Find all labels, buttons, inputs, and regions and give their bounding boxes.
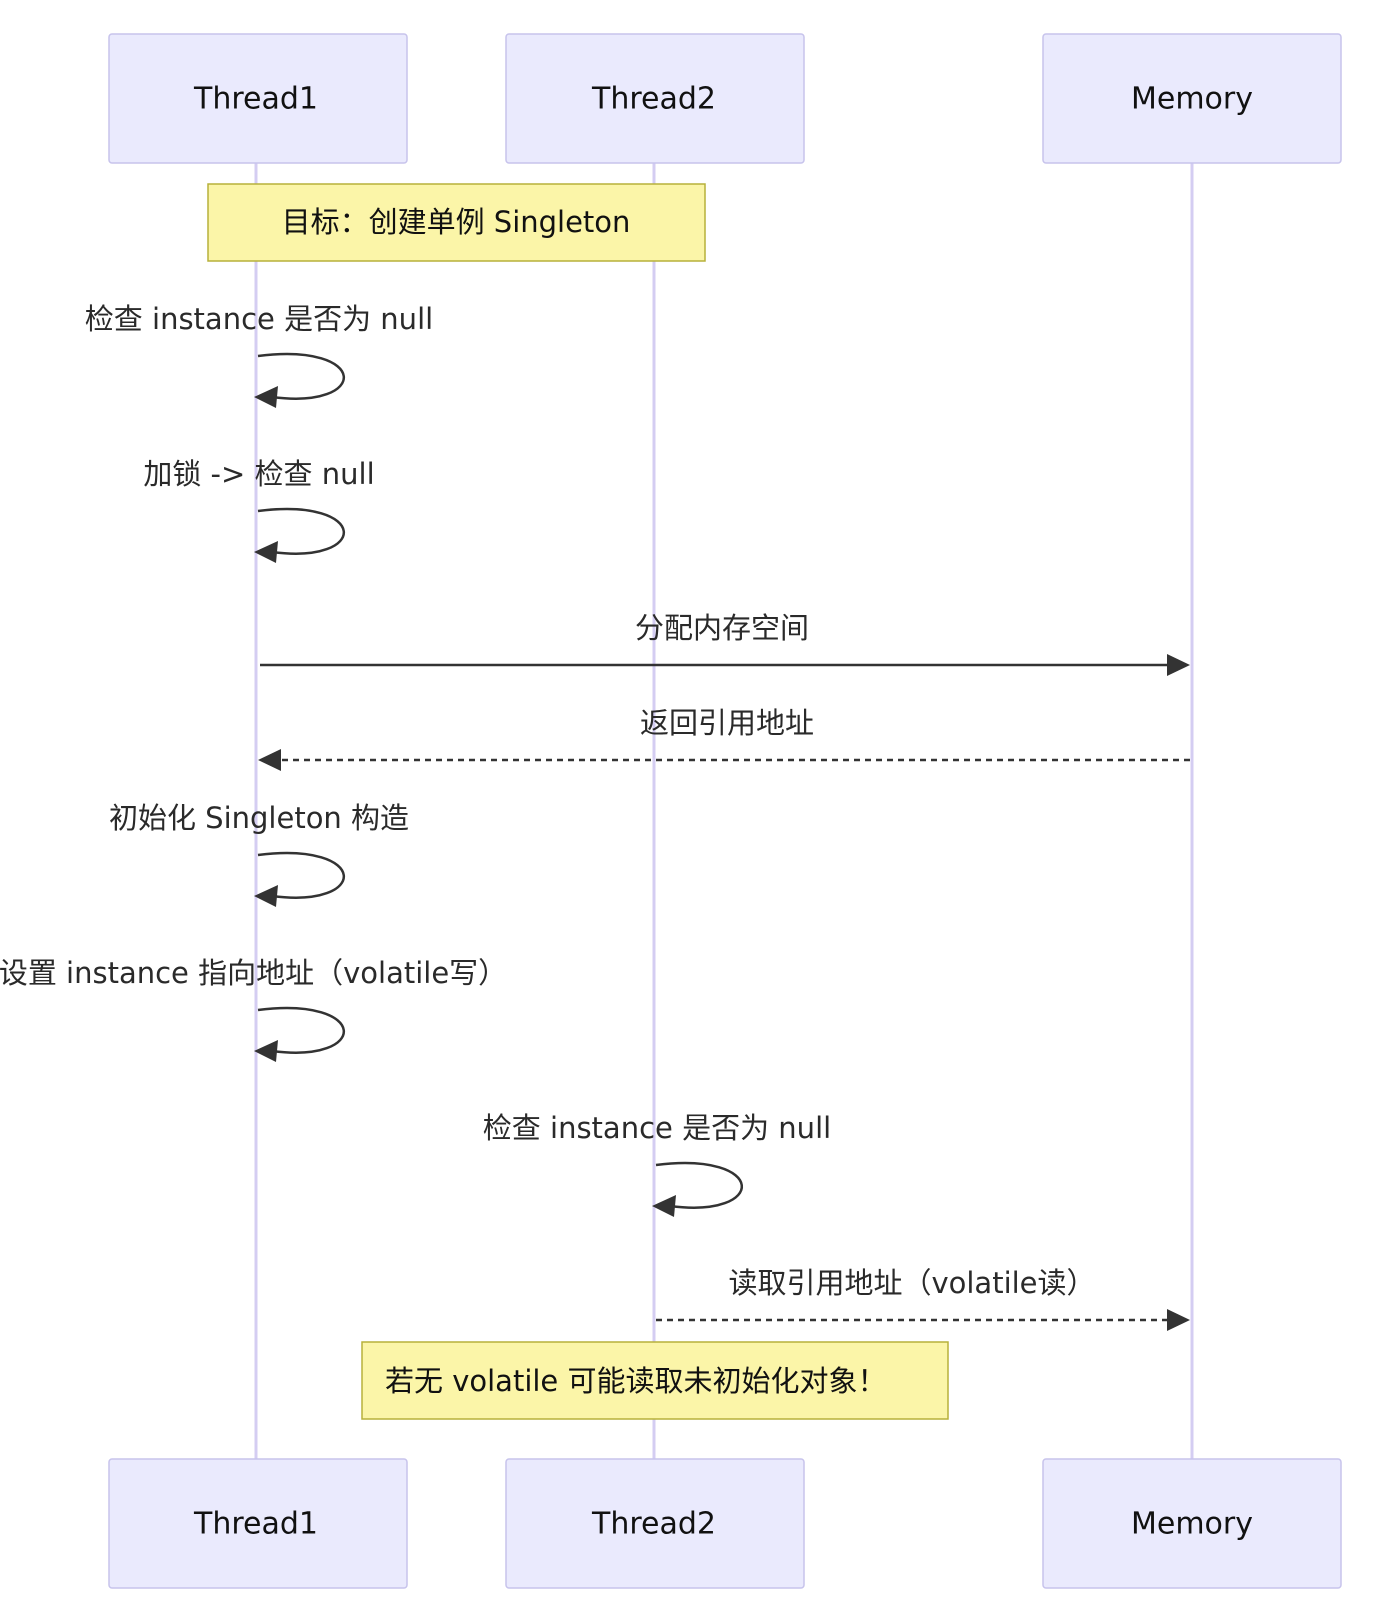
message-label: 检查 instance 是否为 null — [85, 302, 433, 336]
participant-label: Memory — [1131, 1507, 1253, 1542]
participant-box — [1042, 1458, 1342, 1589]
arrowhead — [254, 386, 278, 408]
message-label: 加锁 -> 检查 null — [143, 457, 374, 491]
participant-box — [108, 33, 408, 164]
self-loop-line — [655, 1161, 744, 1209]
arrowhead — [254, 541, 278, 563]
message-read-reference: 读取引用地址（volatile读） — [656, 1266, 1190, 1331]
participant-thread1-bottom: Thread1 — [108, 1458, 408, 1589]
note-text: 目标：创建单例 Singleton — [282, 205, 631, 239]
note-box — [361, 1341, 949, 1420]
participant-box — [505, 33, 805, 164]
arrowhead — [254, 1040, 278, 1062]
participant-box — [505, 1458, 805, 1589]
self-loop-line — [257, 851, 346, 899]
participant-label: Memory — [1131, 82, 1253, 117]
arrowhead — [1167, 1309, 1190, 1331]
message-label: 检查 instance 是否为 null — [483, 1111, 831, 1145]
participant-box — [1042, 33, 1342, 164]
participant-label: Thread1 — [193, 1507, 318, 1542]
participant-box — [108, 1458, 408, 1589]
message-label: 读取引用地址（volatile读） — [728, 1266, 1095, 1300]
participant-memory-bottom: Memory — [1042, 1458, 1342, 1589]
message-check-null-thread2: 检查 instance 是否为 null — [483, 1111, 831, 1217]
arrowhead — [1167, 654, 1190, 676]
arrowhead — [254, 885, 278, 907]
note-text: 若无 volatile 可能读取未初始化对象！ — [385, 1364, 887, 1398]
arrowhead — [258, 749, 281, 771]
message-allocate-memory: 分配内存空间 — [260, 611, 1190, 676]
message-check-null-thread1: 检查 instance 是否为 null — [85, 302, 433, 408]
participant-label: Thread1 — [193, 82, 318, 117]
arrowhead — [652, 1195, 676, 1217]
message-set-instance: 设置 instance 指向地址（volatile写） — [0, 956, 507, 1062]
note-goal: 目标：创建单例 Singleton — [207, 183, 706, 262]
participant-thread2-bottom: Thread2 — [505, 1458, 805, 1589]
participant-label: Thread2 — [591, 1507, 716, 1542]
message-label: 设置 instance 指向地址（volatile写） — [0, 956, 507, 990]
note-warning: 若无 volatile 可能读取未初始化对象！ — [361, 1341, 949, 1420]
note-box — [207, 183, 706, 262]
message-init-constructor: 初始化 Singleton 构造 — [109, 801, 409, 907]
participant-thread2-top: Thread2 — [505, 33, 805, 164]
message-lock-check: 加锁 -> 检查 null — [143, 457, 375, 563]
self-loop-line — [257, 507, 346, 555]
participant-label: Thread2 — [591, 82, 716, 117]
message-label: 返回引用地址 — [640, 706, 814, 740]
self-loop-line — [257, 1006, 346, 1054]
self-loop-line — [257, 352, 346, 400]
message-label: 分配内存空间 — [635, 611, 809, 645]
participant-thread1-top: Thread1 — [108, 33, 408, 164]
message-label: 初始化 Singleton 构造 — [109, 801, 409, 835]
participant-memory-top: Memory — [1042, 33, 1342, 164]
message-return-reference: 返回引用地址 — [258, 706, 1190, 771]
